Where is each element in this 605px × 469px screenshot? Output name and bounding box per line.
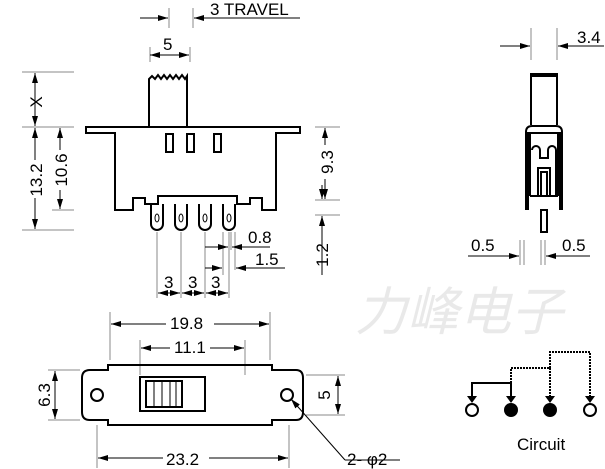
watermark: 力峰电子	[355, 284, 566, 342]
circuit-label: Circuit	[517, 435, 565, 454]
pin-left-label: 0.5	[471, 236, 495, 255]
pins	[150, 204, 236, 231]
right-height-label: 9.3	[318, 150, 337, 174]
x-label: X	[27, 96, 46, 107]
closed-terminal-icon	[504, 403, 518, 417]
body-height-label: 10.6	[52, 153, 71, 186]
pin-width-label: 1.5	[255, 250, 279, 269]
front-view: 3 TRAVEL 5 X 13.2 10.6 9.3	[22, 0, 340, 298]
pitch-label: 3	[211, 273, 220, 292]
total-length-label: 23.2	[166, 450, 199, 469]
total-height-label: 13.2	[27, 163, 46, 196]
pin-thickness-label: 0.8	[248, 228, 272, 247]
flange-height-label: 6.3	[35, 383, 54, 407]
bottom-view: 19.8 11.1 6.3 5 23.2 2- φ2	[35, 312, 400, 469]
pin-right-label: 0.5	[562, 236, 586, 255]
pitch-label: 3	[164, 273, 173, 292]
circuit-diagram: Circuit	[465, 351, 597, 454]
closed-terminal-icon	[543, 403, 557, 417]
open-terminal-icon	[583, 403, 597, 417]
actuator-width-label: 5	[163, 35, 172, 54]
pitch-label: 3	[188, 273, 197, 292]
window-length-label: 11.1	[174, 338, 206, 357]
open-terminal-icon	[465, 403, 479, 417]
actuator-thickness-label: 3.4	[577, 28, 601, 47]
pin-offset-label: 1.2	[313, 243, 332, 267]
holes-label: 2- φ2	[347, 450, 387, 469]
travel-label: 3 TRAVEL	[210, 0, 289, 19]
body-width-label: 5	[315, 390, 334, 399]
inner-length-label: 19.8	[170, 314, 203, 333]
side-view: 3.4 0.5 0.5	[468, 28, 604, 265]
